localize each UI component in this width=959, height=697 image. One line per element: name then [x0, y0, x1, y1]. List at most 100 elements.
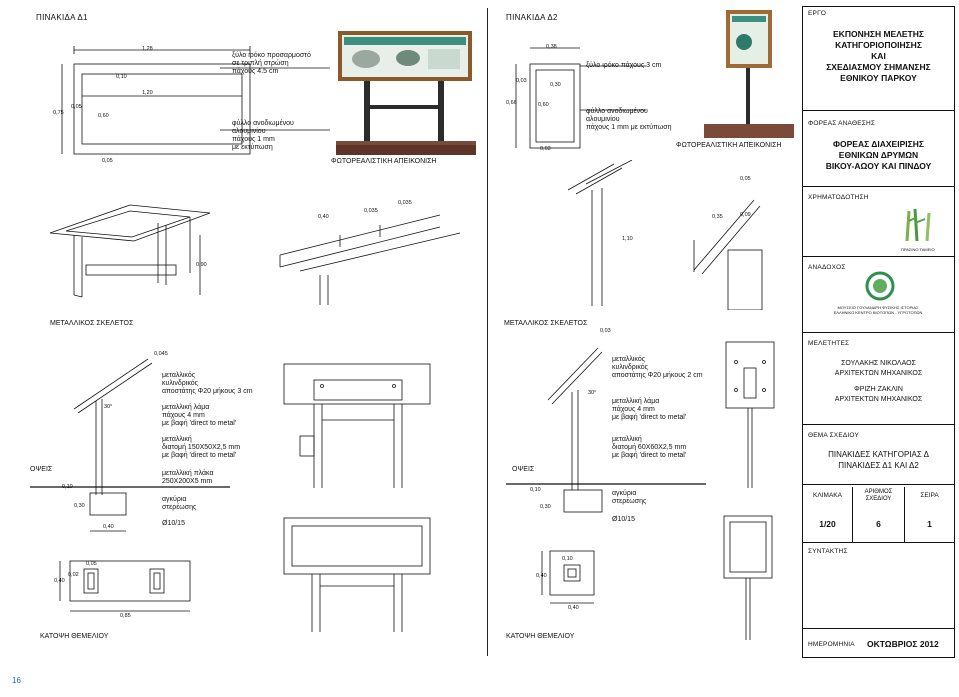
- page-number: 16: [12, 676, 21, 685]
- d1-side-dim-f3: 0,40: [103, 524, 114, 530]
- tb-scale: ΚΛΙΜΑΚΑ 1/20: [803, 487, 853, 543]
- d1-dim-3: 1,20: [142, 90, 153, 96]
- d2-front-elevation-drawing: [515, 47, 646, 149]
- d1-side-dim-f1: 0,10: [62, 484, 73, 490]
- d2-side-dim-angle: 30°: [588, 390, 597, 396]
- sheet-divider: [487, 8, 488, 656]
- sheet-title-d2: ΠΙΝΑΚΙΔΑ Δ2: [506, 13, 558, 22]
- sheet-title-d1: ΠΙΝΑΚΙΔΑ Δ1: [36, 13, 88, 22]
- d1-dim-5: 0,05: [71, 104, 82, 110]
- d2-dim-d: 0,66: [506, 100, 517, 106]
- d1-note-rebar: Ø10/15: [162, 520, 185, 527]
- d1-side-dim-angle: 30°: [104, 404, 113, 410]
- d2-side-dim-f1: 0,10: [530, 487, 541, 493]
- tb-theme-title: ΠΙΝΑΚΙΔΕΣ ΚΑΤΗΓΟΡΙΑΣ Δ ΠΙΝΑΚΙΔΕΣ Δ1 ΚΑΙ …: [828, 450, 929, 470]
- tb-theme: ΘΕΜΑ ΣΧΕΔΙΟΥ ΠΙΝΑΚΙΔΕΣ ΚΑΤΗΓΟΡΙΑΣ Δ ΠΙΝΑ…: [803, 429, 954, 485]
- d2-front-view-drawing: [725, 341, 775, 488]
- d1-photoreal-image: [336, 31, 476, 155]
- d2-plan-dim-c: 0,40: [568, 605, 579, 611]
- d2-frame-dim-h: 1,10: [622, 236, 633, 242]
- d2-view-caption: ΟΨΕΙΣ: [512, 466, 535, 473]
- d1-plan-caption: ΚΑΤΟΨΗ ΘΕΜΕΛΙΟΥ: [40, 633, 109, 640]
- d2-foundation-plan-drawing: [541, 550, 595, 604]
- d1-dim-7: 0,05: [102, 158, 113, 164]
- d1-dim-6: 0,60: [98, 113, 109, 119]
- d1-view-caption: ΟΨΕΙΣ: [30, 466, 53, 473]
- d1-foundation-plan-drawing: [59, 560, 191, 612]
- d1-photo-caption: ΦΩΤΟΡΕΑΛΙΣΤΙΚΗ ΑΠΕΙΚΟΝΙΣΗ: [331, 158, 437, 165]
- d2-side-section-drawing: [506, 347, 706, 513]
- d1-front-elevation-drawing: [61, 46, 330, 155]
- d2-photoreal-image: [704, 10, 794, 138]
- d2-frame-dim-b: 0,35: [712, 214, 723, 220]
- d1-frame-caption: ΜΕΤΑΛΛΙΚΟΣ ΣΚΕΛΕΤΟΣ: [50, 320, 134, 327]
- tb-designers: ΜΕΛΕΤΗΤΕΣ ΣΟΥΛΑΚΗΣ ΝΙΚΟΛΑΟΣ ΑΡΧΙΤΕΚΤΩΝ Μ…: [803, 337, 954, 425]
- title-block: ΕΡΓΟ ΕΚΠΟΝΗΣΗ ΜΕΛΕΤΗΣ ΚΑΤΗΓΟΡΙΟΠΟΙΗΣΗΣ Κ…: [802, 6, 955, 658]
- d2-side-dim-t: 0,03: [600, 328, 611, 334]
- d2-plan-dim-b: 0,40: [536, 573, 547, 579]
- tb-project: ΕΡΓΟ ΕΚΠΟΝΗΣΗ ΜΕΛΕΤΗΣ ΚΑΤΗΓΟΡΙΟΠΟΙΗΣΗΣ Κ…: [803, 7, 954, 111]
- d2-dim-c: 0,30: [550, 82, 561, 88]
- tb-authority: ΦΟΡΕΑΣ ΑΝΑΘΕΣΗΣ ΦΟΡΕΑΣ ΔΙΑΧΕΙΡΙΣΗΣ ΕΘΝΙΚ…: [803, 117, 954, 187]
- d1-side-dim-f2: 0,30: [74, 503, 85, 509]
- d2-dim-a: 0,38: [546, 44, 557, 50]
- d1-plan-dim-c: 0,02: [68, 572, 79, 578]
- d2-note-wood: ξύλο ιρόκο πάχους 3 cm: [586, 62, 662, 69]
- d1-plan-dim-d: 0,85: [120, 613, 131, 619]
- d2-metal-frame-drawing: [568, 160, 763, 310]
- d2-note-rebar: Ø10/15: [612, 516, 635, 523]
- tb-designers-list: ΣΟΥΛΑΚΗΣ ΝΙΚΟΛΑΟΣ ΑΡΧΙΤΕΚΤΩΝ ΜΗΧΑΝΙΚΟΣ Φ…: [834, 360, 923, 403]
- green-fund-logo-icon: [905, 208, 931, 242]
- d2-frame-caption: ΜΕΤΑΛΛΙΚΟΣ ΣΚΕΛΕΤΟΣ: [504, 320, 588, 327]
- d1-dim-4: 0,75: [53, 110, 64, 116]
- tb-author: ΣΥΝΤΑΚΤΗΣ: [803, 545, 954, 629]
- d2-dim-b: 0,03: [516, 78, 527, 84]
- green-fund-logo-text: ΠΡΑΣΙΝΟ ΤΑΜΕΙΟ: [901, 247, 935, 252]
- tb-date: ΗΜΕΡΟΜΗΝΙΑ ΟΚΤΩΒΡΙΟΣ 2012: [808, 639, 939, 649]
- tb-authority-name: ΦΟΡΕΑΣ ΔΙΑΧΕΙΡΙΣΗΣ ΕΘΝΙΚΩΝ ΔΡΥΜΩΝ ΒΙΚΟΥ-…: [825, 139, 932, 171]
- d1-side-section-drawing: [30, 358, 230, 532]
- d2-frame-dim-c: 0,09: [740, 212, 751, 218]
- d1-metal-frame-drawing: [49, 204, 461, 305]
- d1-side-dim-t: 0,045: [154, 351, 168, 357]
- tb-series: ΣΕΙΡΑ 1: [920, 492, 939, 529]
- d2-side-dim-f2: 0,30: [540, 504, 551, 510]
- d2-rear-view-drawing: [723, 515, 773, 640]
- tb-date-value: ΟΚΤΩΒΡΙΟΣ 2012: [867, 639, 939, 649]
- d1-dim-2: 0,10: [116, 74, 127, 80]
- d2-plan-dim-a: 0,10: [562, 556, 573, 562]
- d1-frame-dim-a: 0,40: [318, 214, 329, 220]
- d2-photo-caption: ΦΩΤΟΡΕΑΛΙΣΤΙΚΗ ΑΠΕΙΚΟΝΙΣΗ: [676, 142, 782, 149]
- d2-plan-caption: ΚΑΤΟΨΗ ΘΕΜΕΛΙΟΥ: [506, 633, 575, 640]
- tb-project-title: ΕΚΠΟΝΗΣΗ ΜΕΛΕΤΗΣ ΚΑΤΗΓΟΡΙΟΠΟΙΗΣΗΣ ΚΑΙ ΣΧ…: [826, 29, 931, 83]
- d1-frame-dim-c: 0,035: [398, 200, 412, 206]
- d1-frame-dim-b: 0,035: [364, 208, 378, 214]
- d1-plan-dim-a: 0,05: [86, 561, 97, 567]
- contractor-logo-text: ΜΟΥΣΕΙΟ ΓΟΥΛΑΝΔΡΗ ΦΥΣΙΚΗΣ ΙΣΤΟΡΙΑΣ ΕΛΛΗΝ…: [833, 305, 923, 315]
- d2-dim-f: 0,03: [540, 146, 551, 152]
- d1-rear-view-drawing: [283, 517, 431, 632]
- d1-dim-1: 1,28: [142, 46, 153, 52]
- d1-front-view-drawing: [283, 363, 431, 488]
- tb-contractor: ΑΝΑΔΟΧΟΣ ΜΟΥΣΕΙΟ ΓΟΥΛΑΝΔΡΗ ΦΥΣΙΚΗΣ ΙΣΤΟΡ…: [803, 261, 954, 333]
- tb-funding: ΧΡΗΜΑΤΟΔΟΤΗΣΗ ΠΡΑΣΙΝΟ ΤΑΜΕΙΟ: [803, 191, 954, 257]
- d2-dim-e: 0,60: [538, 102, 549, 108]
- d2-frame-dim-a: 0,05: [740, 176, 751, 182]
- d1-plan-dim-b: 0,40: [54, 578, 65, 584]
- contractor-logo-icon: [865, 271, 895, 301]
- d1-frame-dim-h: 0,90: [196, 262, 207, 268]
